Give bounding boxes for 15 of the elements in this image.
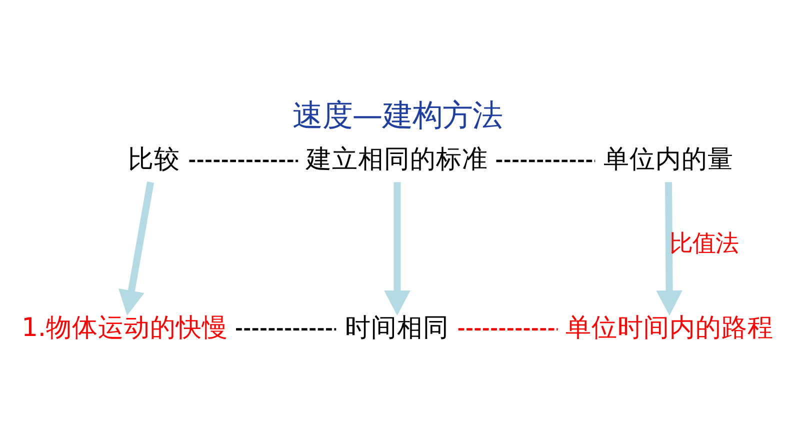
node-text: 单位时间内的路程 [565,312,774,343]
node-text: 比较 [128,144,180,175]
diagram-title: 速度—建构方法 [292,98,502,134]
node-text: 时间相同 [344,312,449,343]
connector [496,160,595,162]
node-text: 单位内的量 [602,144,733,175]
edge-label: 比值法 [669,228,738,257]
arrow [384,182,410,316]
node-text: 建立相同的标准 [306,144,488,175]
connector [188,160,298,162]
connector [236,328,336,330]
connector [458,328,558,330]
node-text: 1.物体运动的快慢 [21,312,228,343]
arrow [656,182,682,316]
arrow [118,182,154,316]
